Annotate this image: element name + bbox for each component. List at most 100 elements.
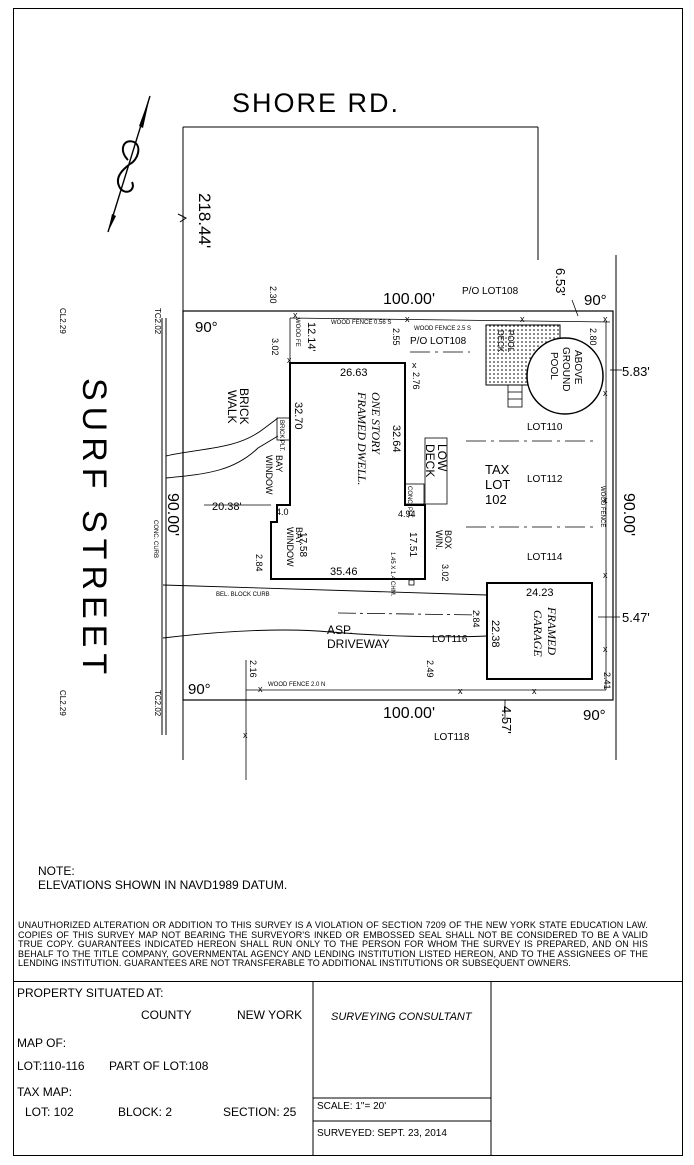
above-ground-pool (526, 337, 604, 415)
svg-text:x: x (603, 570, 608, 580)
pool-deck-label-2: DECK (496, 330, 505, 353)
state-label: NEW YORK (237, 1008, 303, 1022)
svg-text:x: x (603, 495, 608, 505)
block-value: BLOCK: 2 (118, 1105, 173, 1119)
house-box-depth: 17.51 (407, 532, 418, 557)
lot110-label: LOT110 (527, 422, 563, 433)
brick-walk-1: BRICK (237, 388, 251, 425)
lot108-label-a: P/O LOT108 (462, 286, 519, 297)
asp-label-1: ASP. (327, 623, 353, 637)
house-dim-top: 26.63 (340, 367, 368, 379)
dim-3-02-a: 3.02 (270, 338, 280, 356)
dim-2-84-b: 2.84 (471, 610, 481, 628)
house-dim-left: 32.70 (292, 402, 304, 430)
dim-5-47: 5.47' (622, 610, 650, 625)
note-text: ELEVATIONS SHOWN IN NAVD1989 DATUM. (38, 878, 288, 892)
street-west: SURF STREET (75, 378, 113, 680)
house-bay-depth: 17.58 (297, 532, 308, 557)
svg-text:x: x (287, 355, 292, 365)
pool-deck-label-1: POOL (506, 330, 515, 353)
dim-2-16: 2.16 (248, 660, 258, 678)
dim-2-30: 2.30 (268, 286, 278, 304)
fence-left: WOOD FE (294, 318, 300, 347)
pool-label-3: POOL (548, 352, 559, 380)
dim-2-76: 2.76 (411, 372, 421, 390)
property-boundary (182, 310, 614, 701)
dim-2-80: 2.80 (588, 328, 598, 346)
dim-5-83: 5.83' (622, 364, 650, 379)
lots-label: LOT:110-116 (17, 1059, 85, 1073)
dim-4-57: 4.57' (499, 706, 514, 734)
svg-text:x: x (532, 686, 537, 696)
part-of-label: PART OF LOT:108 (109, 1059, 209, 1073)
low-deck-2: DECK (423, 444, 437, 477)
fence-right: WOOD FENCE (599, 486, 605, 527)
dim-bottom: 100.00' (383, 705, 435, 722)
map-of-label: MAP OF: (17, 1036, 67, 1050)
chimney-label: 1.45 X 1.4 CHM. (389, 552, 395, 597)
svg-text:x: x (520, 314, 525, 324)
pool-label-2: GROUND (560, 347, 571, 391)
garage-label-2: GARAGE (531, 610, 545, 657)
tax-lot-value: LOT: 102 (25, 1105, 74, 1119)
cl-bot: CL2.29 (58, 690, 67, 716)
pool-label-1: ABOVE (572, 350, 583, 385)
dim-20-38: 20.38' (212, 501, 242, 513)
svg-text:x: x (458, 686, 463, 696)
bay-window-1b: WINDOW (264, 455, 274, 495)
dim-2-41: 2.41 (602, 672, 612, 690)
svg-text:x: x (412, 360, 417, 370)
consultant-label: SURVEYING CONSULTANT (331, 1011, 472, 1023)
dim-2-55: 2.55 (391, 328, 401, 346)
svg-text:x: x (405, 314, 410, 324)
house-outline (270, 362, 426, 580)
fence-top-1: WOOD FENCE 0.56 S (331, 320, 391, 326)
low-deck-1: LOW (435, 444, 449, 472)
bay-window-2b: WINDOW (285, 527, 295, 567)
bay-window-2: BAY (294, 527, 304, 544)
brick-walk-2: WALK (225, 390, 239, 424)
disclaimer: UNAUTHORIZED ALTERATION OR ADDITION TO T… (18, 920, 648, 968)
angle-tl: 90° (195, 319, 218, 336)
dim-left: 90.00' (164, 493, 181, 536)
garage-dim-depth: 22.38 (489, 620, 501, 648)
conc-plt-label: CONC. PLT. (406, 486, 412, 519)
note-title: NOTE: (38, 864, 75, 878)
angle-tr: 90° (584, 292, 607, 309)
svg-text:x: x (258, 684, 263, 694)
dim-3-02-b: 3.02 (440, 564, 450, 582)
garage-dim-width: 24.23 (526, 587, 554, 599)
bay-window-1: BAY (274, 455, 284, 472)
dim-2-49: 2.49 (425, 660, 435, 678)
angle-br: 90° (583, 707, 606, 724)
house-dim-right: 32.64 (390, 425, 402, 453)
cl-top: CL2.29 (58, 308, 67, 334)
note: NOTE: ELEVATIONS SHOWN IN NAVD1989 DATUM… (38, 864, 287, 892)
lot116-label: LOT116 (432, 634, 468, 645)
dim-right: 90.00' (620, 493, 637, 536)
tax-map-label: TAX MAP: (17, 1085, 73, 1099)
lot114-label: LOT114 (527, 552, 563, 563)
box-win-2: WIN. (434, 530, 444, 550)
house-label-1: ONE STORY (369, 392, 383, 455)
fence-top-2: WOOD FENCE 2.5 S (414, 326, 471, 332)
svg-text:x: x (603, 314, 608, 324)
garage-label-1: FRAMED (545, 606, 559, 655)
county-label: COUNTY (141, 1008, 192, 1022)
tax-lot-label-1: TAX (485, 462, 510, 477)
dim-12-14: 12.14' (305, 322, 317, 352)
lot112-label: LOT112 (527, 474, 563, 485)
box-win-1: BOX (443, 530, 453, 549)
house-label-2: FRAMED DWELL. (355, 391, 369, 485)
angle-bl: 90° (188, 681, 211, 698)
fence-bottom: WOOD FENCE 2.0 N (268, 682, 325, 688)
asp-label-2: DRIVEWAY (327, 637, 390, 651)
dim-2-84-a: 2.84 (254, 554, 264, 572)
svg-text:x: x (293, 310, 298, 320)
scale-label: SCALE: 1"= 20' (317, 1101, 387, 1112)
garage-outline (486, 582, 593, 680)
dim-4-94: 4.94 (398, 509, 416, 519)
surveyed-label: SURVEYED: SEPT. 23, 2014 (317, 1128, 447, 1139)
svg-text:x: x (243, 730, 248, 740)
curb-bel: BEL. BLOCK CURB (216, 592, 270, 598)
